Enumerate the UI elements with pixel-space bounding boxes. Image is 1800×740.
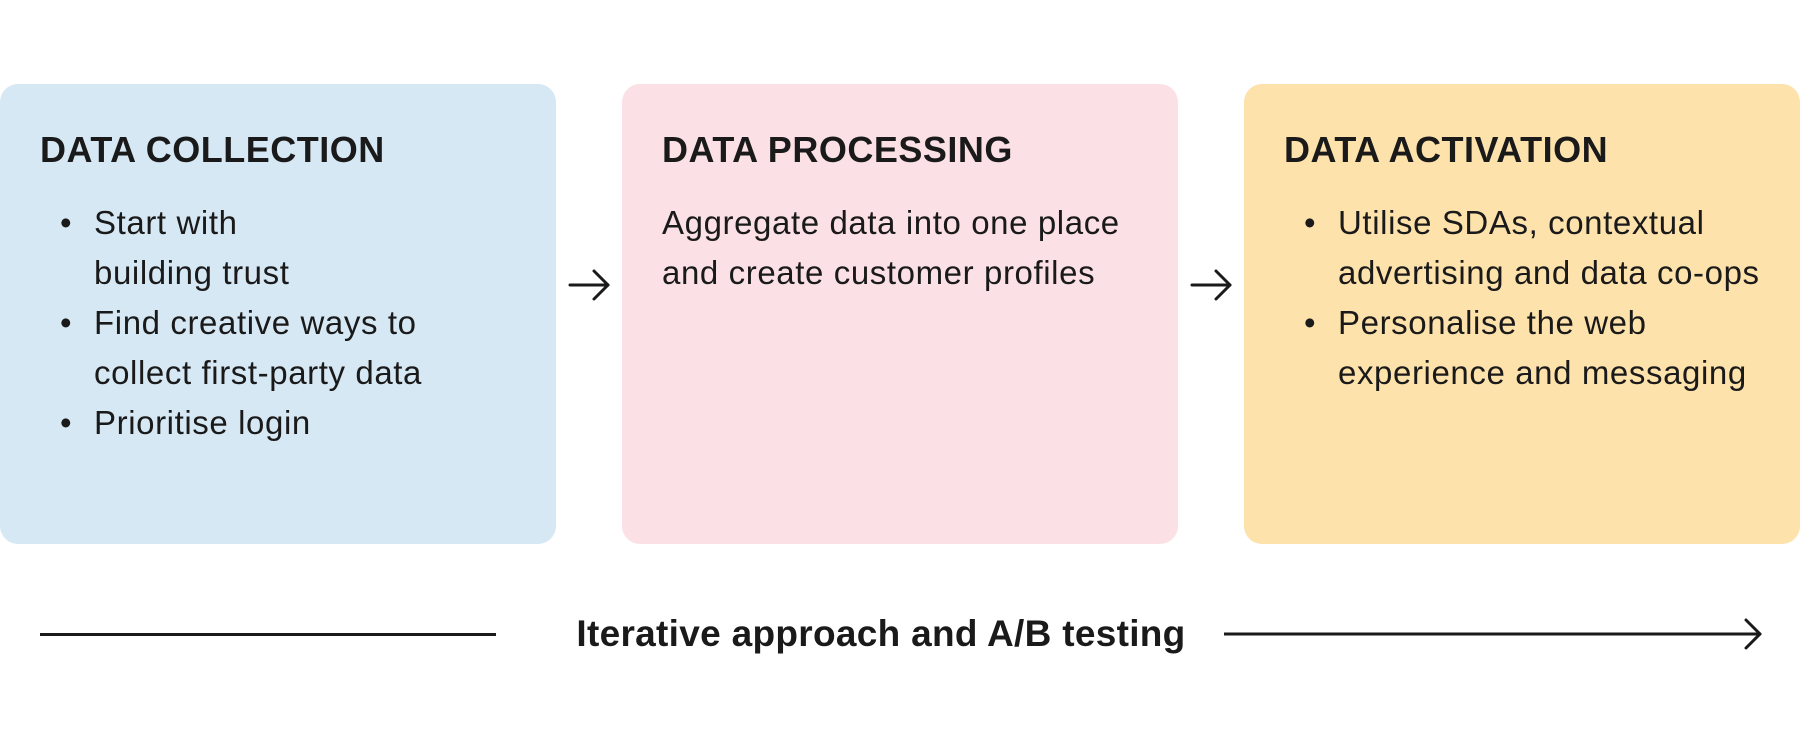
bullet-icon: • [60,203,73,241]
bullet-icon: • [1304,303,1317,341]
bullet-icon: • [60,303,73,341]
list-item: • Prioritise login [40,398,516,448]
long-arrow-right-icon [1224,618,1762,650]
bullet-icon: • [1304,203,1317,241]
stage-title: DATA PROCESSING [662,129,1013,170]
arrow-right-icon [1190,269,1232,301]
list-item: • Start with building trust [40,198,516,298]
arrow-right-icon [568,269,610,301]
stage-card-data-processing: DATA PROCESSING Aggregate data into one … [622,84,1178,544]
list-item-text: Utilise SDAs, contextual advertising and… [1338,203,1760,291]
timeline-label: Iterative approach and A/B testing [576,613,1186,654]
stage-title: DATA ACTIVATION [1284,129,1609,170]
stage-description: Aggregate data into one place and create… [662,203,1120,291]
stage-card-data-collection: DATA COLLECTION • Start with building tru… [0,84,556,544]
list-item-text: Find creative ways to collect first-part… [94,303,423,391]
stage-title: DATA COLLECTION [40,129,385,170]
stage-card-data-activation: DATA ACTIVATION • Utilise SDAs, contextua… [1244,84,1800,544]
stage-bullet-list: • Utilise SDAs, contextual advertising an… [1284,198,1760,398]
list-item-text: Start with building trust [94,203,290,291]
list-item: • Utilise SDAs, contextual advertising an… [1284,198,1760,298]
bullet-icon: • [60,403,73,441]
stage-bullet-list: • Start with building trust • Find creativ… [40,198,516,448]
list-item: • Personalise the web experience and mess… [1284,298,1760,398]
list-item-text: Personalise the web experience and messa… [1338,303,1747,391]
iteration-timeline: Iterative approach and A/B testing [40,614,1766,654]
list-item-text: Prioritise login [94,403,311,441]
timeline-line [40,633,496,636]
list-item: • Find creative ways to collect first-par… [40,298,516,398]
